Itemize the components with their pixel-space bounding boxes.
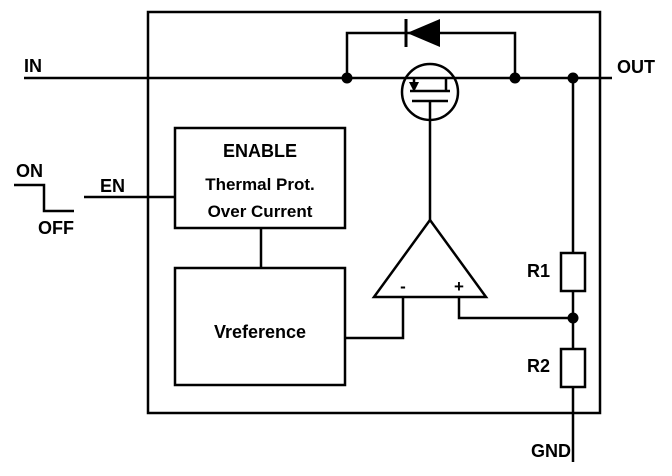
enable-waveform: ON OFF: [14, 161, 74, 238]
pin-label-out: OUT: [617, 57, 655, 77]
enable-block: ENABLE Thermal Prot. Over Current EN: [84, 126, 347, 230]
enable-waveform-step: [14, 183, 74, 213]
waveform-on-label: ON: [16, 161, 43, 181]
pass-transistor-symbol: [400, 62, 460, 222]
feedback-to-noninverting-wire: [457, 297, 573, 320]
vreference-block-box: [173, 266, 347, 387]
enable-block-box: [173, 126, 347, 230]
resistor-r1: [559, 251, 587, 293]
pin-label-in: IN: [24, 56, 42, 76]
noninverting-input-label: +: [454, 277, 464, 296]
vref-to-inverting-wire: [345, 297, 405, 340]
junction-dot: [341, 72, 353, 84]
r1-label: R1: [527, 261, 550, 281]
feedback-divider: R1 R2 GND: [527, 78, 587, 462]
vreference-label: Vreference: [214, 322, 306, 342]
transistor-source-arrow-icon: [409, 82, 419, 92]
waveform-off-label: OFF: [38, 218, 74, 238]
over-current-label: Over Current: [208, 202, 313, 221]
thermal-prot-label: Thermal Prot.: [205, 175, 315, 194]
error-amplifier-symbol: - +: [345, 217, 573, 340]
diode-icon: [407, 19, 440, 47]
vreference-block: Vreference: [173, 228, 347, 387]
enable-block-title: ENABLE: [223, 141, 297, 161]
pin-label-gnd: GND: [531, 441, 571, 461]
resistor-r2: [559, 347, 587, 389]
error-amplifier-triangle: [371, 217, 489, 299]
pin-label-en: EN: [100, 176, 125, 196]
r2-label: R2: [527, 356, 550, 376]
inverting-input-label: -: [400, 277, 406, 296]
junction-dot: [509, 72, 521, 84]
